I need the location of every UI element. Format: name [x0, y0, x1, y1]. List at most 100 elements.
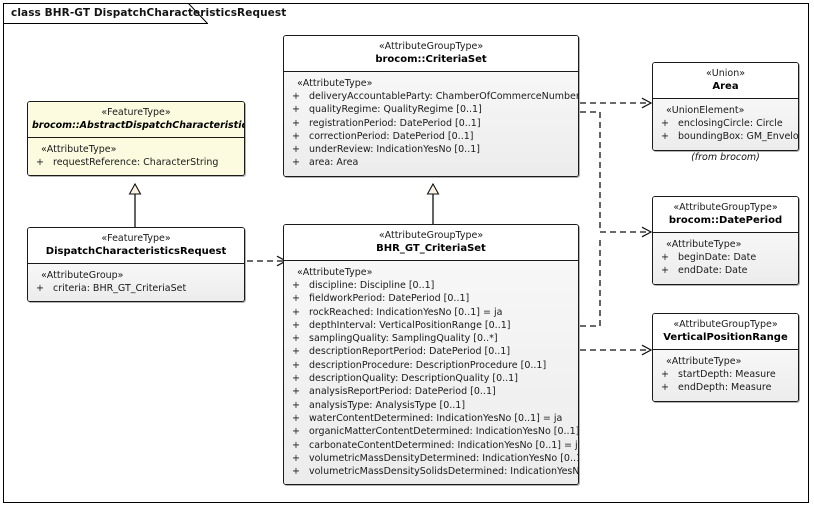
- attribute-row: + analysisType: AnalysisType [0..1]: [288, 399, 574, 412]
- class-body: «AttributeType» + discipline: Discipline …: [284, 261, 578, 485]
- attribute-text: descriptionQuality: DescriptionQuality […: [309, 373, 518, 385]
- class-name: Area: [712, 81, 739, 92]
- visibility-marker: +: [292, 359, 300, 371]
- visibility-marker: +: [292, 280, 300, 291]
- attribute-row: +criteria: BHR_GT_CriteriaSet: [32, 282, 240, 295]
- attribute-group-label: «AttributeType»: [666, 239, 742, 250]
- diagram-title-label: class BHR-GT DispatchCharacteristicsRequ…: [11, 7, 287, 19]
- class-stereotype: «AttributeGroupType»: [378, 230, 484, 241]
- attribute-group-label: «AttributeType»: [297, 267, 373, 278]
- attribute-text: waterContentDetermined: IndicationYesNo …: [309, 412, 563, 424]
- attribute-text: area: Area: [309, 157, 359, 169]
- class-body: «AttributeType» + startDepth: Measure +en…: [653, 350, 798, 401]
- class-name: VerticalPositionRange: [663, 332, 788, 343]
- attribute-row: + correctionPeriod: DatePeriod [0..1]: [288, 130, 574, 143]
- attribute-row: +boundingBox: GM_Envelope: [657, 130, 798, 143]
- class-stereotype: «FeatureType»: [101, 233, 171, 244]
- attribute-text: organicMatterContentDetermined: Indicati…: [309, 426, 579, 438]
- class-bhr-gt-criteria-set[interactable]: «AttributeGroupType» BHR_GT_CriteriaSet …: [283, 224, 579, 486]
- attribute-text: descriptionReportPeriod: DatePeriod [0..…: [309, 346, 511, 358]
- attribute-text: requestReference: CharacterString: [53, 157, 219, 168]
- class-stereotype: «AttributeGroupType»: [378, 41, 484, 52]
- visibility-marker: +: [292, 466, 300, 478]
- class-brocom-date-period[interactable]: «AttributeGroupType» brocom::DatePeriod …: [652, 196, 799, 285]
- visibility-marker: +: [292, 439, 300, 451]
- attribute-row: +descriptionQuality: DescriptionQuality …: [288, 372, 574, 385]
- attribute-group-label: «UnionElement»: [666, 105, 745, 116]
- class-vertical-position-range[interactable]: «AttributeGroupType» VerticalPositionRan…: [652, 313, 799, 402]
- attribute-text: discipline: Discipline [0..1]: [309, 280, 435, 291]
- attribute-text: endDepth: Measure: [678, 382, 772, 394]
- attribute-text: deliveryAccountableParty: ChamberOfComme…: [309, 91, 579, 102]
- attribute-row: + descriptionProcedure: DescriptionProced…: [288, 359, 574, 372]
- visibility-marker: +: [661, 131, 669, 143]
- attribute-row: + requestReference: CharacterString: [32, 156, 240, 169]
- attribute-text: startDepth: Measure: [678, 369, 776, 380]
- package-origin-note: (from brocom): [691, 152, 760, 163]
- attribute-row: +fieldworkPeriod: DatePeriod [0..1]: [288, 292, 574, 305]
- visibility-marker: +: [661, 118, 669, 129]
- attribute-group-label: «AttributeType»: [666, 356, 742, 367]
- attribute-row: + beginDate: Date: [657, 251, 794, 264]
- visibility-marker: +: [661, 265, 669, 277]
- attribute-row: + organicMatterContentDetermined: Indicat…: [288, 425, 578, 438]
- class-body: «AttributeGroup» +criteria: BHR_GT_Crite…: [28, 264, 244, 302]
- attribute-text: analysisReportPeriod: DatePeriod [0..1]: [309, 386, 496, 398]
- attribute-text: beginDate: Date: [678, 252, 757, 263]
- attribute-text: endDate: Date: [678, 265, 748, 277]
- visibility-marker: +: [292, 386, 300, 398]
- attribute-text: depthInterval: VerticalPositionRange [0.…: [309, 319, 511, 331]
- attribute-row: +underReview: IndicationYesNo [0..1]: [288, 143, 574, 156]
- class-header: «FeatureType» brocom::AbstractDispatchCh…: [28, 102, 244, 138]
- class-dispatch-characteristics-request[interactable]: «FeatureType» DispatchCharacteristicsReq…: [27, 227, 245, 303]
- class-body: «AttributeType» + requestReference: Chara…: [28, 138, 244, 176]
- visibility-marker: +: [36, 157, 44, 168]
- attribute-row: +enclosingCircle: Circle: [657, 117, 794, 130]
- class-name: BHR_GT_CriteriaSet: [376, 243, 486, 254]
- attribute-text: carbonateContentDetermined: IndicationYe…: [309, 439, 579, 451]
- class-stereotype: «AttributeGroupType»: [673, 319, 778, 330]
- class-stereotype: «FeatureType»: [101, 107, 171, 118]
- visibility-marker: +: [292, 306, 300, 318]
- class-body: «UnionElement» +enclosingCircle: Circle …: [653, 99, 798, 150]
- attribute-row: +volumetricMassDensitySolidsDetermined: …: [288, 465, 578, 478]
- class-abstract-dispatch-characteristics-request[interactable]: «FeatureType» brocom::AbstractDispatchCh…: [27, 101, 245, 177]
- visibility-marker: +: [292, 452, 300, 464]
- attribute-row: +deliveryAccountableParty: ChamberOfComm…: [288, 90, 578, 103]
- attribute-text: qualityRegime: QualityRegime [0..1]: [309, 104, 482, 116]
- class-header: «AttributeGroupType» BHR_GT_CriteriaSet: [284, 225, 578, 261]
- visibility-marker: +: [292, 144, 300, 156]
- visibility-marker: +: [292, 333, 300, 345]
- visibility-marker: +: [292, 130, 300, 142]
- attribute-row: + volumetricMassDensityDetermined: Indica…: [288, 452, 578, 465]
- visibility-marker: +: [292, 426, 300, 438]
- attribute-text: volumetricMassDensityDetermined: Indicat…: [309, 452, 579, 464]
- visibility-marker: +: [292, 104, 300, 116]
- attribute-group-label: «AttributeType»: [297, 78, 373, 89]
- class-header: «AttributeGroupType» brocom::CriteriaSet: [284, 36, 578, 72]
- attribute-row: +area: Area: [288, 156, 574, 169]
- visibility-marker: +: [661, 369, 669, 380]
- attribute-row: + carbonateContentDetermined: IndicationY…: [288, 439, 578, 452]
- class-brocom-criteria-set[interactable]: «AttributeGroupType» brocom::CriteriaSet…: [283, 35, 579, 177]
- attribute-row: + analysisReportPeriod: DatePeriod [0..1]: [288, 385, 574, 398]
- class-stereotype: «Union»: [705, 68, 746, 79]
- attribute-row: + qualityRegime: QualityRegime [0..1]: [288, 103, 574, 116]
- attribute-row: +endDepth: Measure: [657, 381, 794, 394]
- class-header: «FeatureType» DispatchCharacteristicsReq…: [28, 228, 244, 264]
- attribute-row: + discipline: Discipline [0..1]: [288, 279, 574, 292]
- visibility-marker: +: [292, 399, 300, 411]
- attribute-text: analysisType: AnalysisType [0..1]: [309, 399, 466, 411]
- attribute-text: correctionPeriod: DatePeriod [0..1]: [309, 130, 474, 142]
- class-name: DispatchCharacteristicsRequest: [45, 246, 227, 257]
- class-area[interactable]: «Union» Area «UnionElement» +enclosingCi…: [652, 62, 799, 151]
- attribute-group-label: «AttributeType»: [41, 144, 117, 155]
- attribute-text: descriptionProcedure: DescriptionProcedu…: [309, 359, 547, 371]
- visibility-marker: +: [292, 319, 300, 331]
- class-body: «AttributeType» + beginDate: Date + endDat…: [653, 233, 798, 284]
- visibility-marker: +: [661, 252, 669, 263]
- attribute-text: criteria: BHR_GT_CriteriaSet: [53, 283, 187, 294]
- diagram-frame: [3, 3, 809, 503]
- class-name: brocom::AbstractDispatchCharacteristicsR…: [32, 120, 244, 131]
